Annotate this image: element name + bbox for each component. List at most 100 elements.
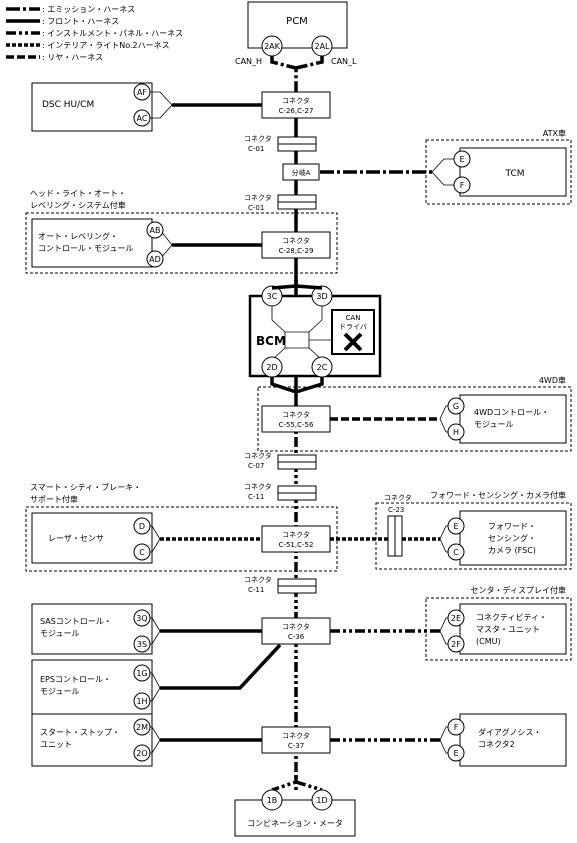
pin-label: H [453, 428, 459, 437]
sas-title: SASコントロール・ [40, 617, 112, 626]
connector-c11-upper: コネクタ C-11 [244, 482, 317, 501]
meter-module: コンビネーション・メータ 1B 1D [234, 789, 356, 837]
sas-title: モジュール [40, 629, 79, 638]
connector-title: コネクタ [244, 193, 272, 202]
connector-title: コネクタ [244, 575, 272, 584]
diag-title: ダイアグノシス・ [478, 727, 541, 737]
connector-c37: コネクタ C-37 [261, 726, 331, 754]
sas-module: SASコントロール・ モジュール 3Q 3S [31, 603, 161, 655]
branch-label: 分岐A [292, 168, 311, 177]
pin-circle [146, 250, 164, 268]
connector-code: C-11 [248, 586, 264, 594]
pin-label: AC [137, 114, 148, 123]
legend-label: : リヤ・ハーネス [42, 53, 103, 62]
fsc-group: フォワード・センシング・カメラ付車 コネクタ C-23 フォワード・ センシング… [375, 490, 572, 570]
meter-title: コンビネーション・メータ [247, 819, 343, 828]
laser-group: スマート・シティ・ブレーキ・ サポート付車 レーザ・センサ D C コネクタ C… [25, 482, 338, 572]
connector-code: C-07 [248, 462, 264, 470]
bcm-title: BCM [256, 334, 286, 348]
eps-module: EPSコントロール・ モジュール 1G 1H [31, 659, 161, 715]
group-label: スマート・シティ・ブレーキ・ [30, 482, 141, 492]
pin-label: 2C [317, 363, 328, 372]
diag-title: コネクタ2 [478, 740, 515, 749]
pin-circle [261, 789, 283, 811]
branch-a: 分岐A [282, 163, 320, 181]
pin-circle [311, 285, 333, 307]
wire-bcm-out-left [270, 377, 297, 394]
pin-label: 1D [316, 796, 327, 805]
cmu-title: マスタ・ユニット [476, 625, 540, 634]
startstop-module: スタート・ストップ・ ユニット 2M 2O [31, 713, 161, 767]
connector-title: コネクタ [244, 134, 272, 143]
connector-c23 [394, 515, 403, 557]
pin-label: AF [137, 88, 147, 97]
startstop-title: スタート・ストップ・ [40, 728, 120, 737]
connector-code: C-11 [248, 493, 264, 501]
pin-label: 1B [267, 796, 278, 805]
wire-bcm-in-left [271, 280, 298, 290]
pin-circle [453, 176, 471, 194]
pin-label: 3Q [136, 614, 147, 623]
wire-eps [160, 643, 282, 690]
legend-label: : フロント・ハーネス [42, 17, 119, 26]
connector-title: コネクタ [282, 731, 310, 740]
legend-label: : インストルメント・パネル・ハーネス [42, 29, 183, 38]
connector-c11-lower: コネクタ C-11 [244, 575, 317, 594]
can-l-label: CAN_L [331, 57, 357, 66]
pin-circle [447, 397, 465, 415]
pin-circle [311, 35, 333, 57]
pin-circle [447, 744, 465, 762]
group-label: フォワード・センシング・カメラ付車 [430, 490, 566, 500]
legend-label: : エミッション・ハーネス [42, 5, 135, 14]
pin-label: 1G [136, 669, 147, 678]
connector-code: C-26,C-27 [279, 107, 314, 115]
dsc-module: DSC HU/CM AF AC [31, 82, 173, 132]
pcm-module: PCM 2AK 2AL CAN_H CAN_L [235, 1, 357, 66]
wire-bcm-in-right [295, 284, 323, 290]
connector-code: C-23 [388, 506, 404, 514]
pin-circle [133, 609, 151, 627]
connector-title: コネクタ [384, 493, 412, 502]
eps-title: EPSコントロール・ [40, 675, 111, 684]
group-label: サポート付車 [30, 494, 78, 504]
pin-label: D [139, 522, 145, 531]
can-driver-label: ドライバ [339, 323, 367, 331]
wire-bcm-out-right [295, 377, 324, 394]
connector-title: コネクタ [282, 96, 310, 105]
pin-circle [311, 789, 333, 811]
can-h-label: CAN_H [235, 57, 262, 66]
can-driver-box [331, 309, 375, 355]
cmu-group: センタ・ディスプレイ付車 コネクティビティ・ マスタ・ユニット (CMU) 2E… [425, 585, 572, 661]
laser-title: レーザ・センサ [48, 534, 104, 543]
pin-circle [447, 517, 465, 535]
wire-can-h [270, 54, 298, 92]
pin-circle [447, 543, 465, 561]
connector-title: コネクタ [244, 482, 272, 491]
pin-label: 2AK [264, 42, 281, 51]
connector-title: コネクタ [282, 410, 310, 419]
pin-circle [447, 718, 465, 736]
pin-circle [133, 517, 151, 535]
pin-circle [447, 635, 465, 653]
connector-title: コネクタ [282, 622, 310, 631]
pin-label: 2O [136, 749, 147, 758]
pin-label: F [460, 181, 465, 190]
fourwd-title: 4WDコントロール・ [474, 408, 549, 417]
connector-code: C-01 [248, 145, 264, 153]
cross-icon [343, 332, 363, 352]
eps-title: モジュール [40, 687, 79, 696]
pin-circle [133, 664, 151, 682]
pin-label: G [453, 402, 459, 411]
connector-c01-lower: コネクタ C-01 [244, 193, 317, 212]
pin-circle [261, 285, 283, 307]
connector-title: コネクタ [282, 530, 310, 539]
pin-circle [133, 83, 151, 101]
group-label: センタ・ディスプレイ付車 [471, 585, 566, 595]
diag-connector: ダイアグノシス・ コネクタ2 F E [439, 713, 567, 767]
pin-circle [447, 423, 465, 441]
group-label: 4WD車 [539, 375, 566, 385]
connector-c01-upper: コネクタ C-01 [244, 134, 317, 153]
cmu-title: コネクティビティ・ [476, 613, 547, 622]
startstop-title: ユニット [40, 740, 72, 749]
pcm-title: PCM [286, 16, 308, 27]
